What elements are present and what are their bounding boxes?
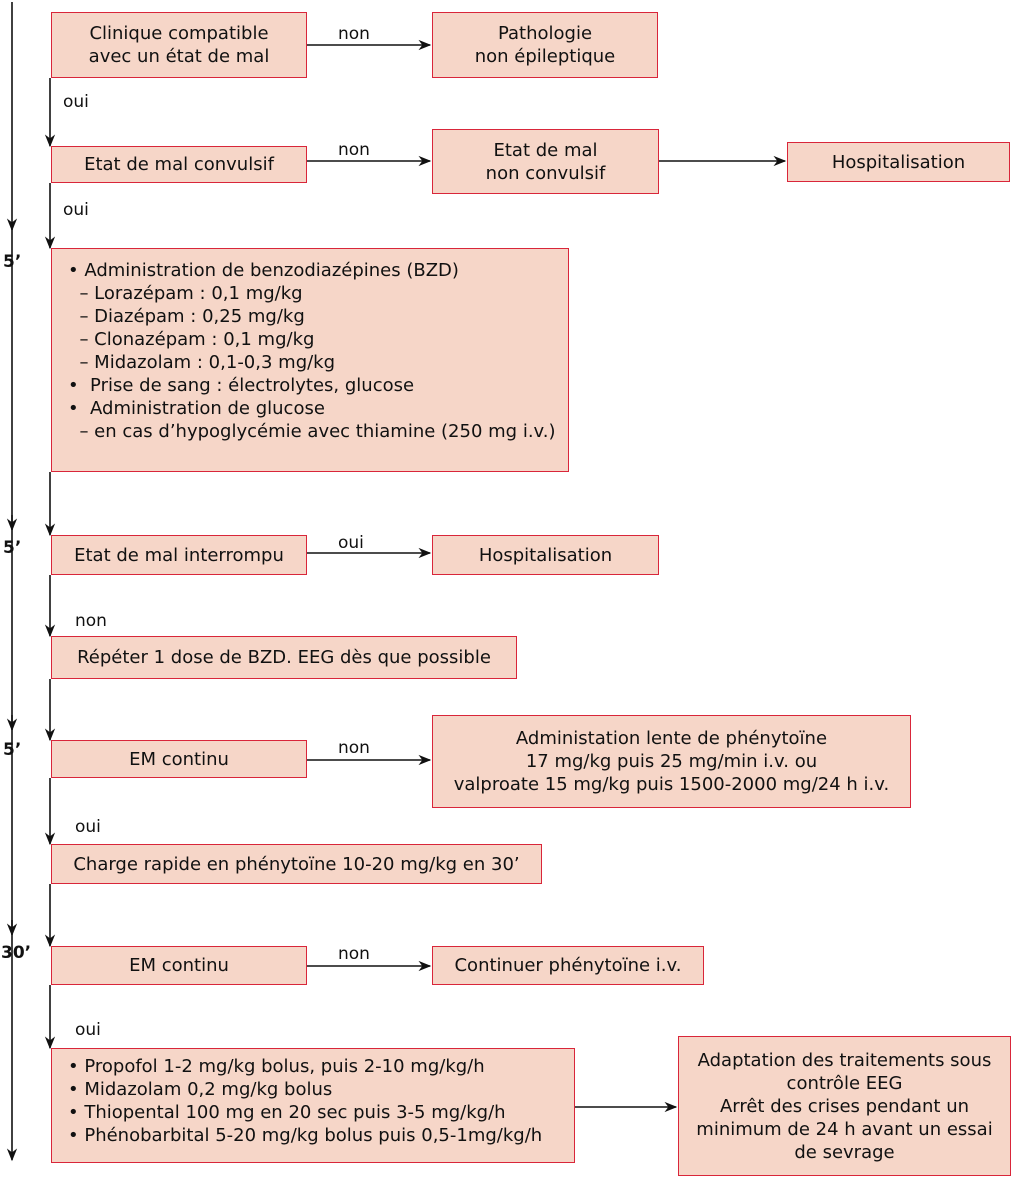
- box-continuer-phenytoine: Continuer phénytoïne i.v.: [432, 946, 704, 985]
- box-text: minimum de 24 h avant un essai: [696, 1118, 993, 1140]
- box-benzodiazepines: • Administration de benzodiazépines (BZD…: [51, 248, 569, 472]
- time-mark: 5’: [3, 740, 22, 760]
- box-text: Etat de mal interrompu: [74, 544, 284, 566]
- box-charge-rapide: Charge rapide en phénytoïne 10-20 mg/kg …: [51, 844, 542, 884]
- box-text: Pathologie: [497, 23, 593, 44]
- box-text: Répéter 1 dose de BZD. EEG dès que possi…: [77, 647, 491, 668]
- box-hospitalisation-2: Hospitalisation: [432, 535, 659, 575]
- box-text: contrôle EEG: [786, 1072, 903, 1094]
- edge-label-oui: oui: [75, 817, 101, 837]
- box-text: 17 mg/kg puis 25 mg/min i.v. ou: [525, 751, 818, 772]
- time-mark: 5’: [3, 252, 22, 272]
- box-em-continu-2: EM continu: [51, 946, 307, 985]
- box-text: Etat de mal: [493, 139, 598, 161]
- box-text: de sevrage: [794, 1141, 895, 1163]
- edge-label-oui: oui: [75, 1020, 101, 1040]
- box-text: • Propofol 1-2 mg/kg bolus, puis 2-10 mg…: [68, 1056, 485, 1077]
- box-traitements: • Propofol 1-2 mg/kg bolus, puis 2-10 mg…: [51, 1048, 575, 1163]
- box-text: – Lorazépam : 0,1 mg/kg: [68, 283, 303, 304]
- box-text: avec un état de mal: [88, 46, 270, 67]
- box-etat-mal-interrompu: Etat de mal interrompu: [51, 535, 307, 575]
- box-text: Administation lente de phénytoïne: [515, 728, 828, 749]
- box-text: Arrêt des crises pendant un: [719, 1095, 970, 1117]
- box-em-continu-1: EM continu: [51, 740, 307, 778]
- box-text: • Administration de glucose: [68, 398, 325, 419]
- box-text: Clinique compatible: [89, 23, 269, 44]
- edge-label-non: non: [338, 738, 370, 758]
- edge-label-oui: oui: [63, 92, 89, 112]
- box-text: – Midazolam : 0,1-0,3 mg/kg: [68, 352, 336, 373]
- box-text: non convulsif: [485, 162, 606, 184]
- box-text: EM continu: [129, 748, 229, 770]
- box-text: – Diazépam : 0,25 mg/kg: [68, 306, 305, 327]
- box-text: valproate 15 mg/kg puis 1500-2000 mg/24 …: [453, 774, 890, 795]
- box-text: EM continu: [129, 955, 229, 976]
- edge-label-non: non: [338, 944, 370, 964]
- box-text: Continuer phénytoïne i.v.: [454, 955, 682, 976]
- box-text: – Clonazépam : 0,1 mg/kg: [68, 329, 315, 350]
- box-text: • Administration de benzodiazépines (BZD…: [68, 260, 459, 281]
- box-repeter-dose: Répéter 1 dose de BZD. EEG dès que possi…: [51, 636, 517, 679]
- box-text: • Thiopental 100 mg en 20 sec puis 3-5 m…: [68, 1102, 506, 1123]
- edge-label-oui: oui: [338, 533, 364, 553]
- edge-label-non: non: [338, 24, 370, 44]
- box-text: non épileptique: [474, 46, 616, 67]
- box-text: Charge rapide en phénytoïne 10-20 mg/kg …: [73, 853, 520, 875]
- box-text: • Midazolam 0,2 mg/kg bolus: [68, 1079, 333, 1100]
- edge-label-non: non: [75, 611, 107, 631]
- box-text: Hospitalisation: [478, 544, 613, 566]
- box-hospitalisation-1: Hospitalisation: [787, 142, 1010, 182]
- edge-label-non: non: [338, 140, 370, 160]
- edge-label-oui: oui: [63, 200, 89, 220]
- box-text: • Prise de sang : électrolytes, glucose: [68, 375, 415, 396]
- time-mark: 30’: [1, 943, 32, 963]
- box-etat-mal-convulsif: Etat de mal convulsif: [51, 146, 307, 183]
- box-text: Hospitalisation: [831, 151, 966, 173]
- box-text: – en cas d’hypoglycémie avec thiamine (2…: [68, 421, 556, 442]
- box-text: Adaptation des traitements sous: [697, 1049, 992, 1071]
- box-text: Etat de mal convulsif: [84, 154, 274, 175]
- box-text: • Phénobarbital 5-20 mg/kg bolus puis 0,…: [68, 1125, 543, 1146]
- time-mark: 5’: [3, 538, 22, 558]
